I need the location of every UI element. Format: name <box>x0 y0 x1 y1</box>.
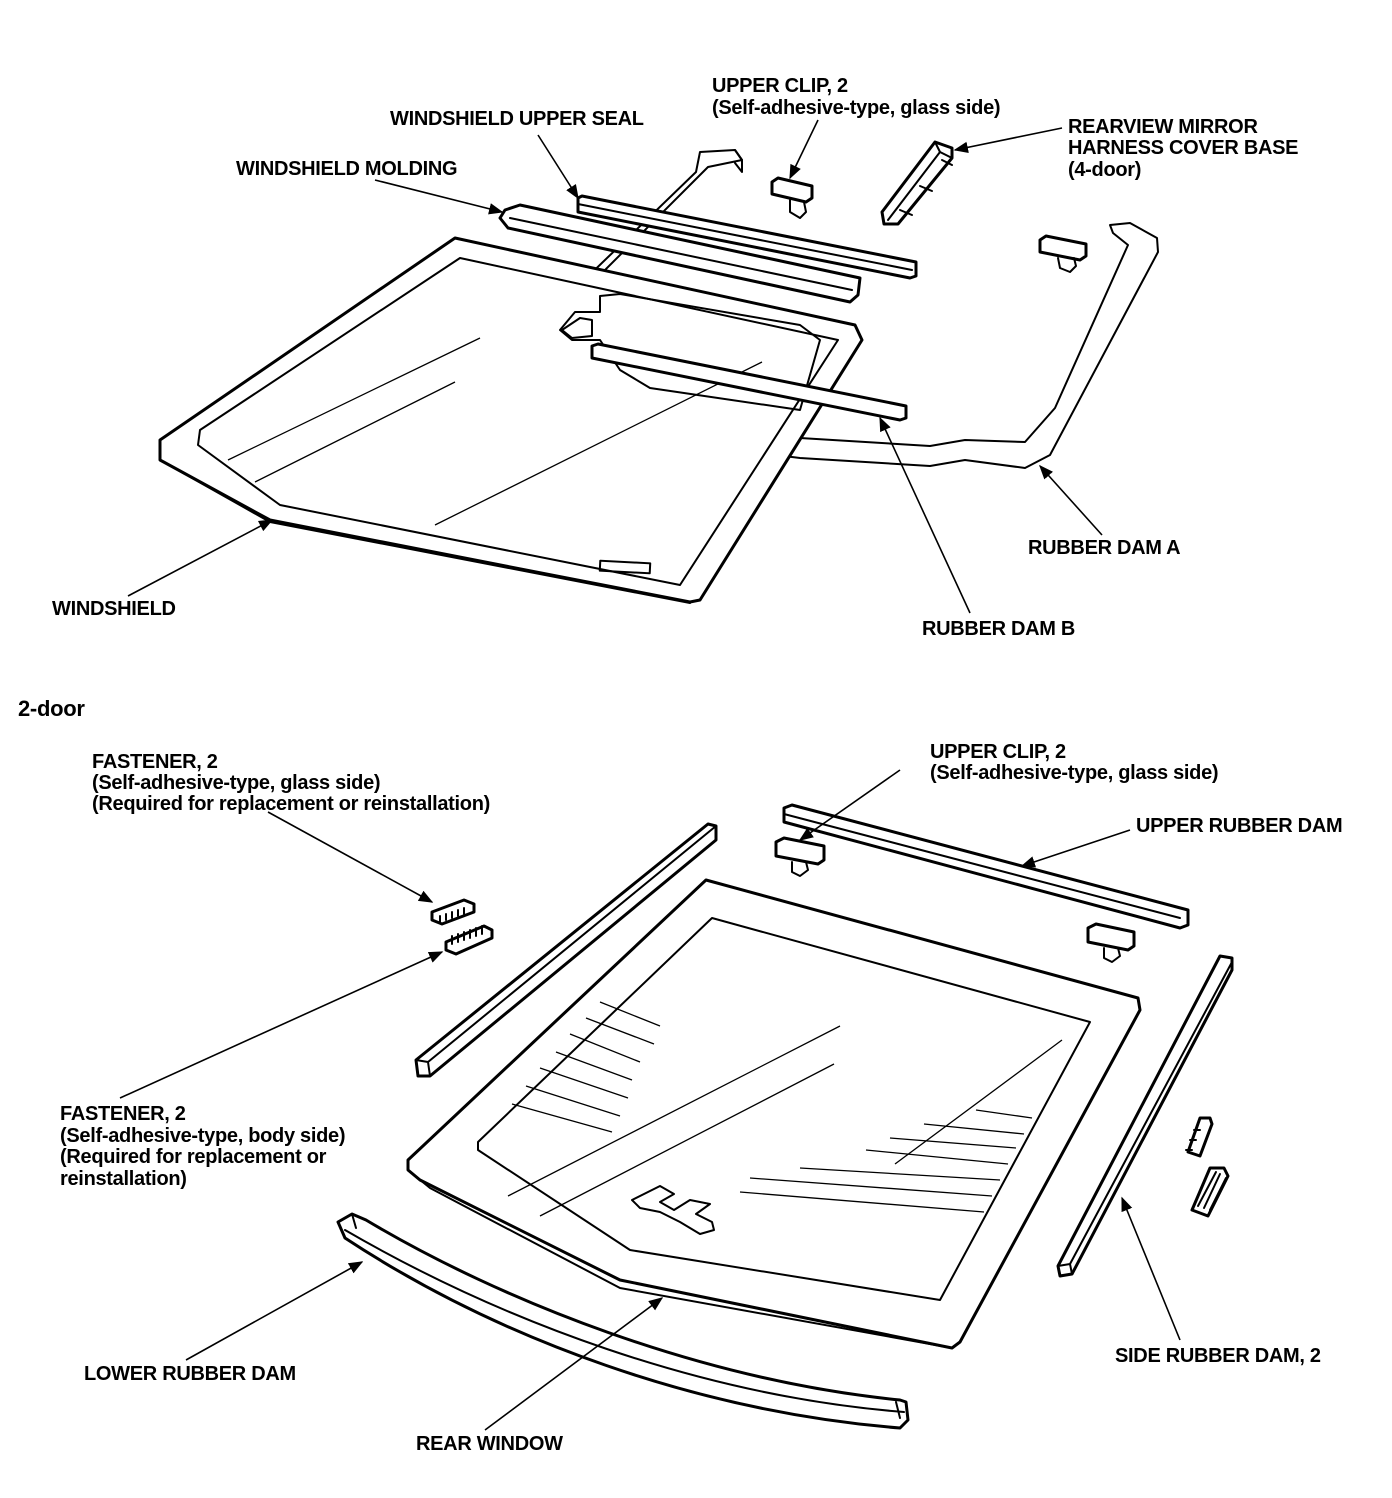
label-windshield-upper-seal: WINDSHIELD UPPER SEAL <box>390 108 644 130</box>
label-upper-clip-2door-note: (Self-adhesive-type, glass side) <box>930 762 1218 784</box>
windshield-glass <box>158 236 864 604</box>
label-fastener-body-side-note3: reinstallation) <box>60 1168 187 1190</box>
leader-windshield-upper-seal <box>537 134 579 200</box>
label-fastener-glass-side: FASTENER, 2 <box>92 751 218 773</box>
label-lower-rubber-dam: LOWER RUBBER DAM <box>84 1363 296 1385</box>
label-windshield-molding: WINDSHIELD MOLDING <box>236 158 457 180</box>
label-upper-rubber-dam: UPPER RUBBER DAM <box>1136 815 1342 837</box>
label-fastener-glass-side-note2: (Required for replacement or reinstallat… <box>92 793 490 815</box>
upper-rubber-dam <box>782 803 1190 930</box>
leader-rear-window <box>484 1297 664 1431</box>
label-side-rubber-dam: SIDE RUBBER DAM, 2 <box>1115 1345 1321 1367</box>
rear-window-glass <box>406 878 1142 1350</box>
label-upper-clip-4door: UPPER CLIP, 2 <box>712 75 848 97</box>
label-rubber-dam-a: RUBBER DAM A <box>1028 537 1180 559</box>
leader-fastener-glass-side <box>267 811 434 903</box>
label-harness-cover-base: HARNESS COVER BASE <box>1068 137 1298 159</box>
upper-clip-4door-second <box>1038 234 1088 273</box>
leader-fastener-body-side <box>119 951 444 1099</box>
upper-clip-2door-right <box>1086 922 1136 963</box>
leader-upper-rubber-dam <box>1020 829 1131 868</box>
label-rearview-mirror: REARVIEW MIRROR <box>1068 116 1258 138</box>
leader-rearview-mirror <box>953 127 1063 154</box>
fastener-right-body-side <box>1190 1166 1230 1218</box>
label-upper-clip-2door: UPPER CLIP, 2 <box>930 741 1066 763</box>
windshield-upper-seal <box>576 194 918 280</box>
left-rubber-dam <box>414 822 718 1078</box>
side-rubber-dam <box>1056 954 1234 1278</box>
label-rear-window: REAR WINDOW <box>416 1433 563 1455</box>
label-fastener-body-side: FASTENER, 2 <box>60 1103 186 1125</box>
leader-upper-clip-4door <box>789 119 819 180</box>
leader-windshield-molding <box>374 179 504 215</box>
fastener-right-glass-side <box>1185 1116 1214 1158</box>
label-fastener-body-side-note2: (Required for replacement or <box>60 1146 327 1168</box>
upper-clip-4door <box>770 176 814 219</box>
label-fastener-body-side-note1: (Self-adhesive-type, body side) <box>60 1125 345 1147</box>
label-windshield: WINDSHIELD <box>52 598 176 620</box>
label-fastener-glass-side-note1: (Self-adhesive-type, glass side) <box>92 772 380 794</box>
defroster-grid <box>511 1001 1033 1213</box>
mirror-mount-outline <box>559 293 821 411</box>
leader-windshield <box>127 519 274 597</box>
leader-upper-clip-2door <box>798 769 901 841</box>
leader-lower-rubber-dam <box>185 1261 364 1361</box>
section-title-2door: 2-door <box>18 696 85 721</box>
lower-rubber-dam <box>336 1212 910 1430</box>
leader-rubber-dam-b <box>879 416 971 614</box>
leader-side-rubber-dam <box>1121 1196 1181 1341</box>
upper-clip-2door-left <box>774 836 826 877</box>
label-4door-note: (4-door) <box>1068 159 1141 181</box>
rearview-mirror-harness-cover-base <box>880 140 954 226</box>
windshield-molding <box>498 203 862 304</box>
label-rubber-dam-b: RUBBER DAM B <box>922 618 1075 640</box>
rubber-dam-b <box>590 342 908 422</box>
leader-rubber-dam-a <box>1039 464 1103 536</box>
fastener-glass-side <box>430 898 476 926</box>
fastener-body-side <box>444 924 494 956</box>
label-upper-clip-4door-note: (Self-adhesive-type, glass side) <box>712 97 1000 119</box>
